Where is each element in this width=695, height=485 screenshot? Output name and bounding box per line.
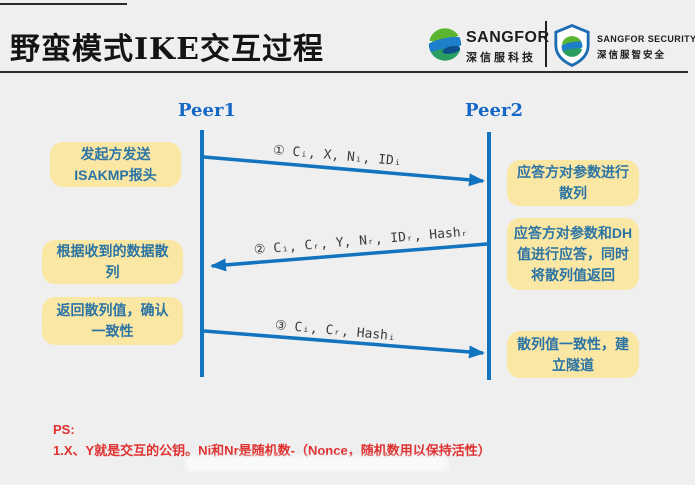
note-responder-hash-params: 应答方对参数进行 散列: [507, 160, 639, 206]
message2-arrow: [210, 242, 488, 272]
footnote-line1: 1.X、Y就是交互的公钥。Ni和Nr是随机数-（Nonce，随机数用以保持活性）: [53, 443, 491, 458]
note-return-hash-confirm: 返回散列值，确认 一致性: [42, 297, 183, 345]
peer2-label: Peer2: [465, 100, 523, 121]
top-left-rule: [0, 3, 127, 5]
note-hash-received-data: 根据收到的数据散 列: [42, 240, 183, 284]
sangfor-shield-icon: [554, 24, 590, 68]
page-title: 野蛮模式IKE交互过程: [10, 32, 324, 67]
message1-arrow: [203, 155, 485, 187]
note-initiator-send: 发起方发送 ISAKMP报头: [50, 142, 181, 187]
logo-security-subtitle: 深信服智安全: [597, 50, 667, 61]
peer1-label: Peer1: [178, 100, 236, 121]
watermark-smudge: [186, 456, 448, 471]
note-hash-match-tunnel: 散列值一致性，建 立隧道: [507, 331, 639, 378]
footnote-ps-label: PS:: [53, 422, 75, 437]
note-responder-reply-dh: 应答方对参数和DH 值进行应答，同时 将散列值返回: [507, 218, 639, 290]
logo-sangfor-name: SANGFOR: [466, 29, 550, 46]
message3-arrow: [203, 329, 485, 359]
logo-security-name: SANGFOR SECURITY: [597, 34, 695, 44]
header-divider-rule: [0, 71, 688, 73]
logo-sangfor-subtitle: 深信服科技: [466, 52, 536, 64]
logo-divider: [545, 21, 547, 67]
sangfor-globe-icon: [428, 28, 462, 61]
